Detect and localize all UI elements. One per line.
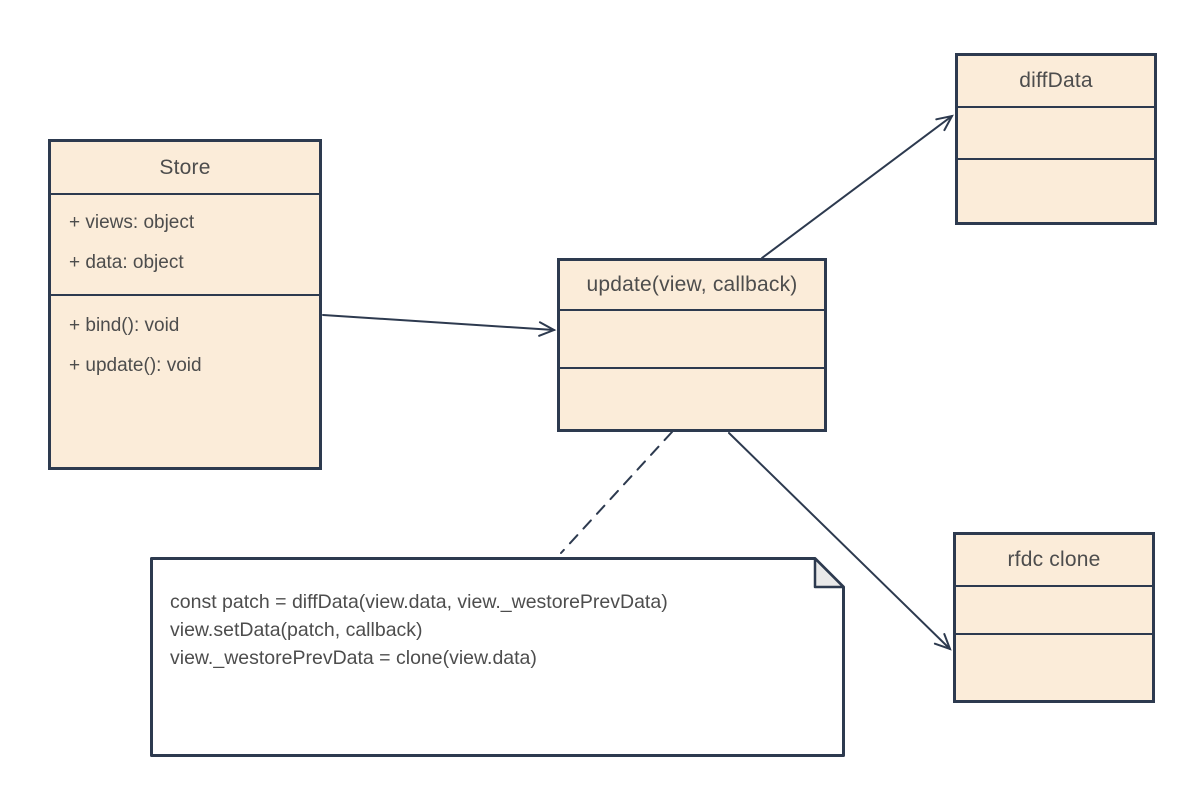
note-code-line: view._westorePrevData = clone(view.data) <box>170 647 537 669</box>
note-fold <box>813 557 845 589</box>
note-shape <box>150 557 845 757</box>
node-diffdata: diffData <box>955 53 1157 225</box>
edge-update-to-note <box>560 431 673 554</box>
node-diffdata-section-empty-2 <box>958 158 1154 222</box>
edge-update-to-rfdc-clone <box>728 432 952 651</box>
class-store: Store + views: object + data: object + b… <box>48 139 322 470</box>
arrowhead-open <box>933 633 952 651</box>
method-bind: + bind(): void <box>69 315 180 336</box>
node-update-section-empty-1 <box>560 309 824 367</box>
class-store-methods: + bind(): void + update(): void <box>51 294 319 467</box>
node-update-section-empty-2 <box>560 367 824 429</box>
node-diffdata-title: diffData <box>1019 69 1093 92</box>
method-update: + update(): void <box>69 355 202 376</box>
node-rfdc-clone-section-empty-1 <box>956 585 1152 633</box>
node-rfdc-clone-section-empty-2 <box>956 633 1152 700</box>
edge-store-to-update <box>322 314 557 337</box>
arrowhead-open <box>538 321 557 337</box>
class-store-title: Store <box>159 155 211 179</box>
node-rfdc-clone: rfdc clone <box>953 532 1155 703</box>
node-diffdata-section-empty-1 <box>958 106 1154 158</box>
edge-update-to-diffdata <box>761 114 954 259</box>
class-store-attributes: + views: object + data: object <box>51 193 319 294</box>
arrowhead-open <box>935 114 954 132</box>
note-code: const patch = diffData(view.data, view._… <box>170 588 830 672</box>
attribute-data: + data: object <box>69 252 184 273</box>
node-update-title: update(view, callback) <box>586 273 798 296</box>
note-code-line: view.setData(patch, callback) <box>170 619 423 641</box>
attribute-views: + views: object <box>69 212 195 233</box>
node-update: update(view, callback) <box>557 258 827 432</box>
node-rfdc-clone-title: rfdc clone <box>1007 548 1101 571</box>
note-code-line: const patch = diffData(view.data, view._… <box>170 591 668 613</box>
